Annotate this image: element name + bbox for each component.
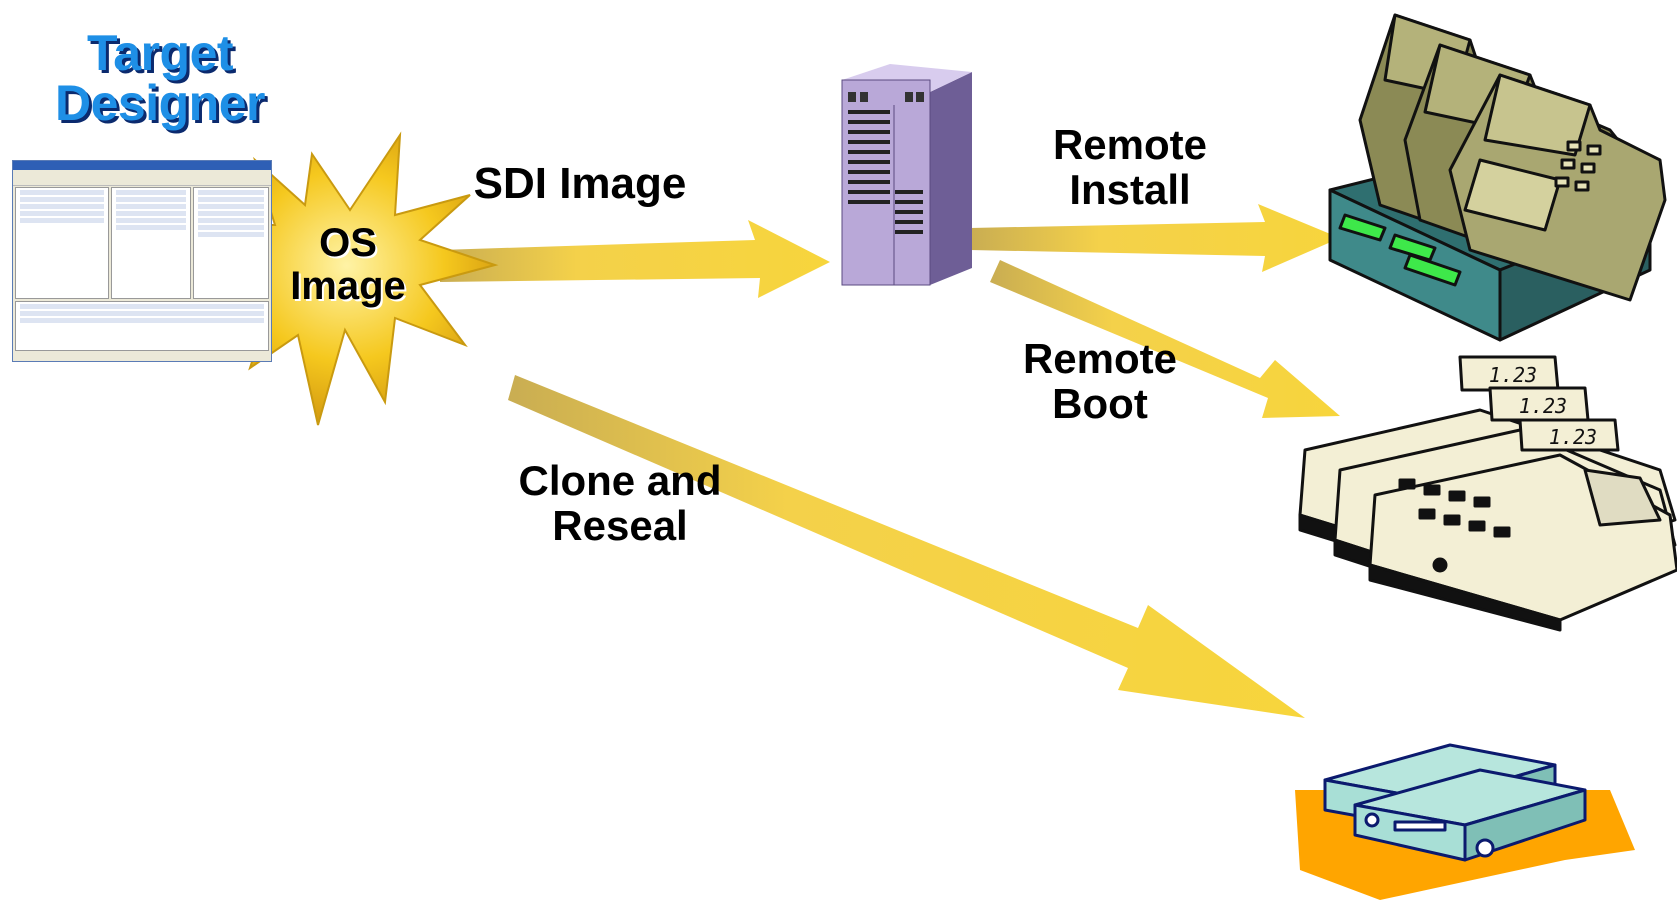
remote-install-line-2: Install xyxy=(1069,166,1191,214)
remote-boot-line-1: Remote xyxy=(1022,335,1178,382)
cash-register-icon xyxy=(1328,13,1667,342)
properties-pane xyxy=(193,187,269,299)
target-designer-title: Target Designer xyxy=(20,28,300,128)
clone-reseal-line-1: Clone and xyxy=(518,457,722,504)
window-titlebar xyxy=(13,161,271,170)
set-top-box-icon xyxy=(1295,743,1635,900)
remote-boot-label: Remote Boot xyxy=(1000,336,1200,427)
arrow-remote-boot xyxy=(990,260,1340,418)
title-line-2: Designer xyxy=(55,75,265,131)
arrow-clone-reseal xyxy=(508,375,1305,718)
display-3-text: 1.23 xyxy=(1549,425,1597,449)
os-image-label: OS Image xyxy=(258,221,438,309)
title-line-1: Target xyxy=(86,25,234,81)
server-icon xyxy=(841,64,972,286)
display-1-text: 1.23 xyxy=(1489,363,1537,387)
components-pane xyxy=(15,187,109,299)
window-menubar xyxy=(13,170,271,177)
display-2-text: 1.23 xyxy=(1519,394,1567,418)
pos-terminal-icon xyxy=(1298,355,1677,632)
arrow-remote-install xyxy=(970,204,1340,272)
target-designer-screenshot xyxy=(12,160,272,362)
arrow-sdi-image xyxy=(440,220,830,298)
remote-install-line-1: Remote xyxy=(1052,121,1208,168)
os-image-line-1: OS xyxy=(319,221,377,265)
display-3 xyxy=(1518,418,1620,452)
window-statusbar xyxy=(13,353,271,361)
sdi-image-label: SDI Image xyxy=(455,160,705,208)
configuration-tree xyxy=(111,187,191,299)
task-list-pane xyxy=(15,301,269,351)
window-toolbar xyxy=(13,177,271,186)
remote-boot-line-2: Boot xyxy=(1052,380,1148,428)
remote-install-label: Remote Install xyxy=(1030,122,1230,213)
sdi-image-text: SDI Image xyxy=(473,159,687,208)
clone-reseal-label: Clone and Reseal xyxy=(500,458,740,549)
os-image-line-2: Image xyxy=(290,264,406,309)
clone-reseal-line-2: Reseal xyxy=(552,502,688,550)
